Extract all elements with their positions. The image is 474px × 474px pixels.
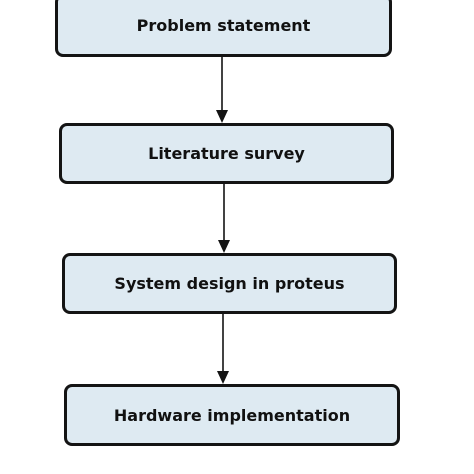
step-hardware-implementation: Hardware implementation: [64, 384, 400, 446]
step-label: Problem statement: [136, 16, 311, 35]
step-system-design: System design in proteus: [62, 253, 397, 314]
arrow-2-to-3: [218, 184, 230, 253]
arrow-3-to-4: [217, 314, 229, 384]
step-label: Literature survey: [148, 144, 305, 163]
step-problem-statement: Problem statement: [55, 0, 392, 57]
step-label: System design in proteus: [114, 274, 345, 293]
arrow-1-to-2: [216, 57, 228, 123]
step-literature-survey: Literature survey: [59, 123, 394, 184]
step-label: Hardware implementation: [113, 405, 351, 425]
